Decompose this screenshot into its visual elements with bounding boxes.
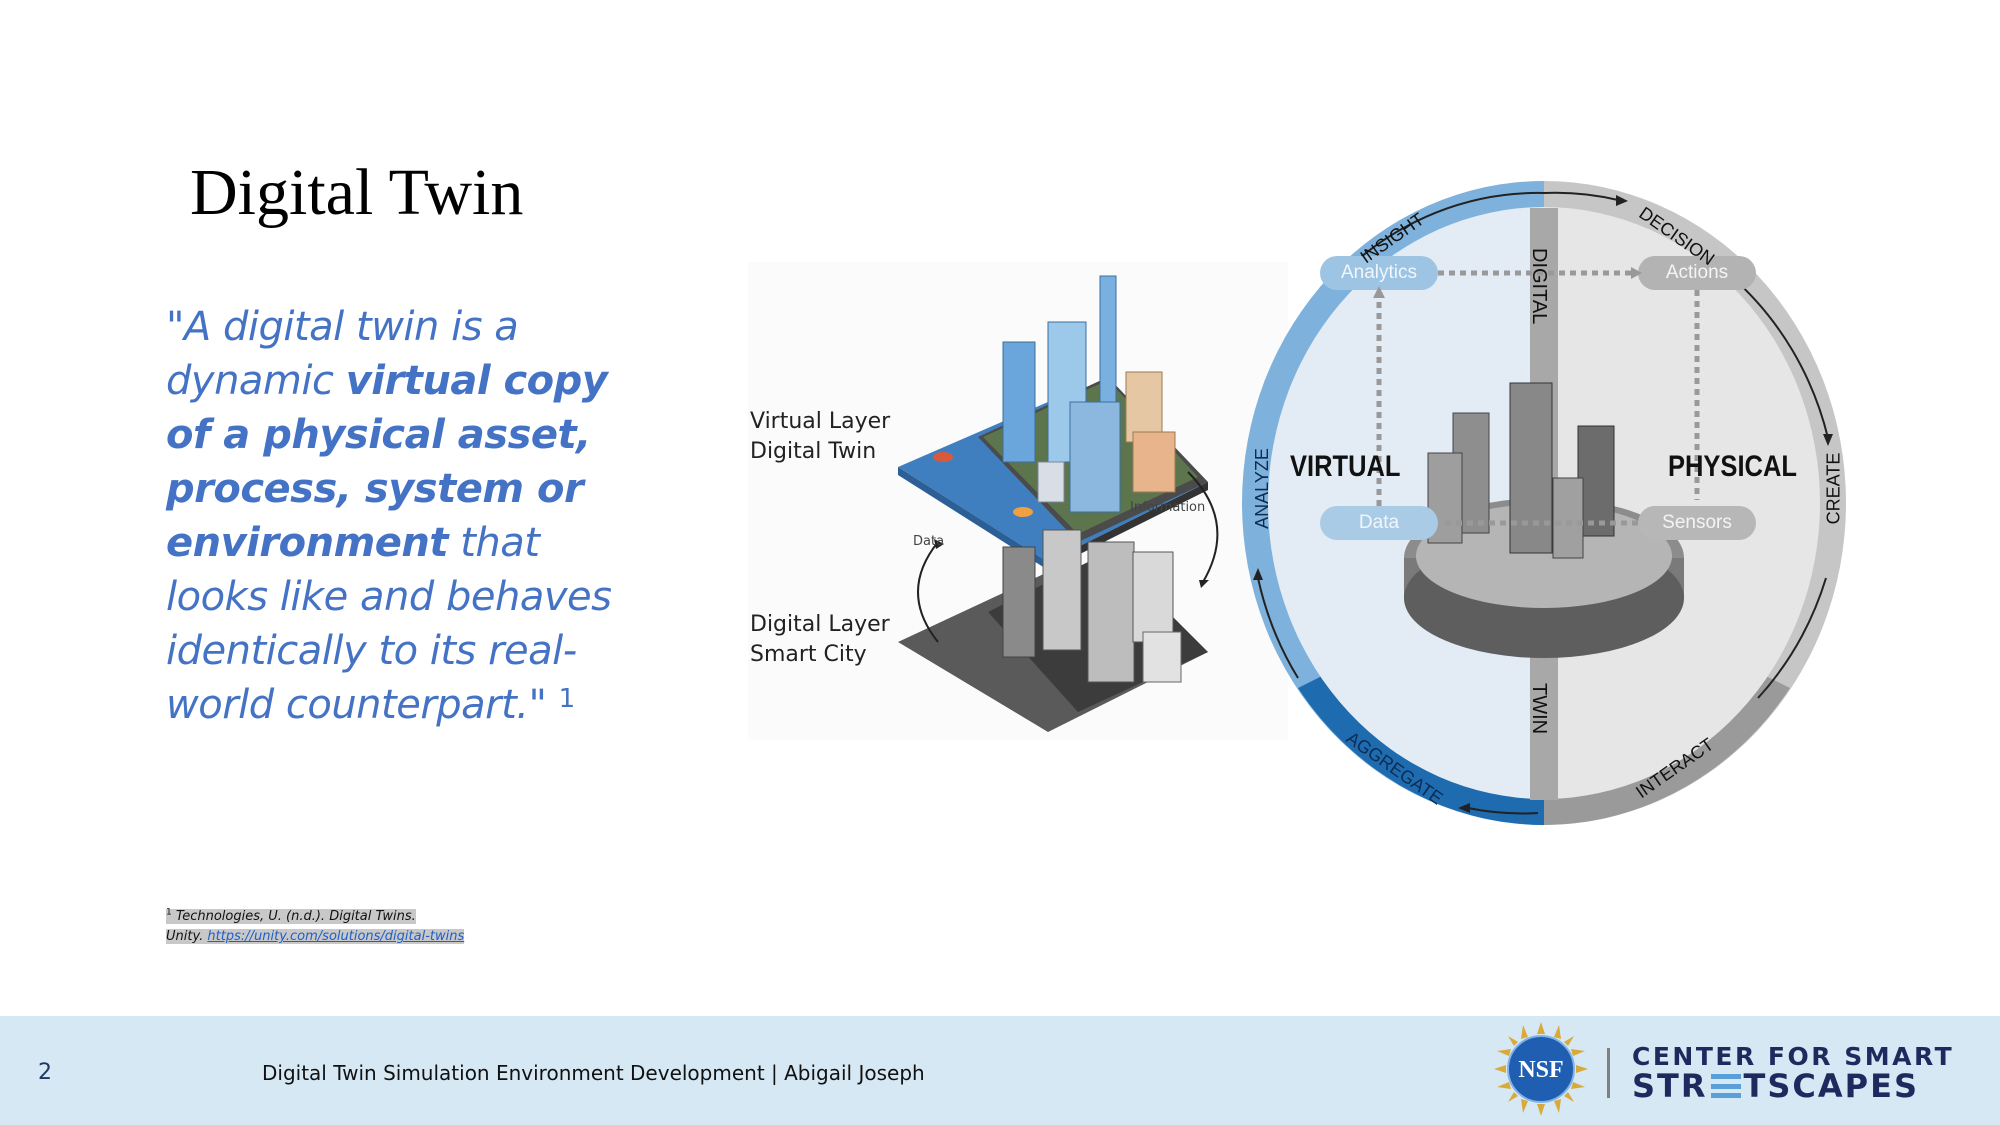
center-for-smart-streetscapes-logo: CENTER FOR SMART STR TSCAPES <box>1632 1042 1955 1105</box>
definition-quote: "A digital twin is a dynamic virtual cop… <box>166 300 646 732</box>
information-arrow-label: Information <box>1130 500 1206 515</box>
footnote-publisher: Unity. <box>166 929 208 945</box>
svg-text:NSF: NSF <box>1518 1057 1563 1083</box>
node-actions: Actions <box>1665 262 1729 283</box>
brand-line-1: CENTER FOR SMART <box>1632 1042 1955 1071</box>
logo-divider <box>1607 1048 1610 1098</box>
footnote-link[interactable]: https://unity.com/solutions/digital-twin… <box>207 929 465 945</box>
footnote-citation: Technologies, U. (n.d.). Digital Twins. <box>175 909 416 925</box>
virtual-side-label: VIRTUAL <box>1290 450 1401 483</box>
brand-line-2: STR TSCAPES <box>1632 1067 1919 1105</box>
layers-figure: Virtual Layer Digital Twin Digital Layer… <box>748 262 1288 740</box>
digital-layer-label: Digital Layer Smart City <box>750 612 890 667</box>
band-label-twin: TWIN <box>1528 683 1550 735</box>
nsf-seal-icon: NSF <box>1494 1022 1588 1116</box>
footnote-reference: 1 <box>558 684 576 714</box>
node-data: Data <box>1358 512 1400 533</box>
cycle-diagram-graphic <box>1242 181 1846 825</box>
street-bars-icon <box>1710 1074 1741 1098</box>
quote-text-end: that looks like and behaves identically … <box>166 520 612 728</box>
ring-label-create: CREATE <box>1823 452 1844 525</box>
quote-text-start: "A digital twin is a dynamic <box>166 304 519 404</box>
footnote: 1 Technologies, U. (n.d.). Digital Twins… <box>166 903 465 947</box>
data-arrow-label: Data <box>913 534 945 549</box>
slide-title: Digital Twin <box>190 156 524 229</box>
node-sensors: Sensors <box>1662 512 1732 533</box>
footnote-marker: 1 <box>166 908 172 918</box>
footer-caption: Digital Twin Simulation Environment Deve… <box>262 1061 925 1085</box>
page-number: 2 <box>38 1060 52 1085</box>
digital-twin-cycle-diagram: INSIGHT DECISION CREATE INTERACT AGGREGA… <box>1238 178 1850 828</box>
physical-side-label: PHYSICAL <box>1668 450 1797 483</box>
footer-bar <box>0 1016 2000 1125</box>
nsf-logo: NSF <box>1494 1022 1588 1116</box>
quote-text-bold: virtual copy of a physical asset, proces… <box>166 358 608 566</box>
node-analytics: Analytics <box>1340 262 1418 283</box>
virtual-layer-label: Virtual Layer Digital Twin <box>750 409 891 464</box>
ring-label-analyze: ANALYZE <box>1251 448 1272 529</box>
city-layers-illustration <box>898 275 1219 732</box>
band-label-digital: DIGITAL <box>1528 248 1550 325</box>
